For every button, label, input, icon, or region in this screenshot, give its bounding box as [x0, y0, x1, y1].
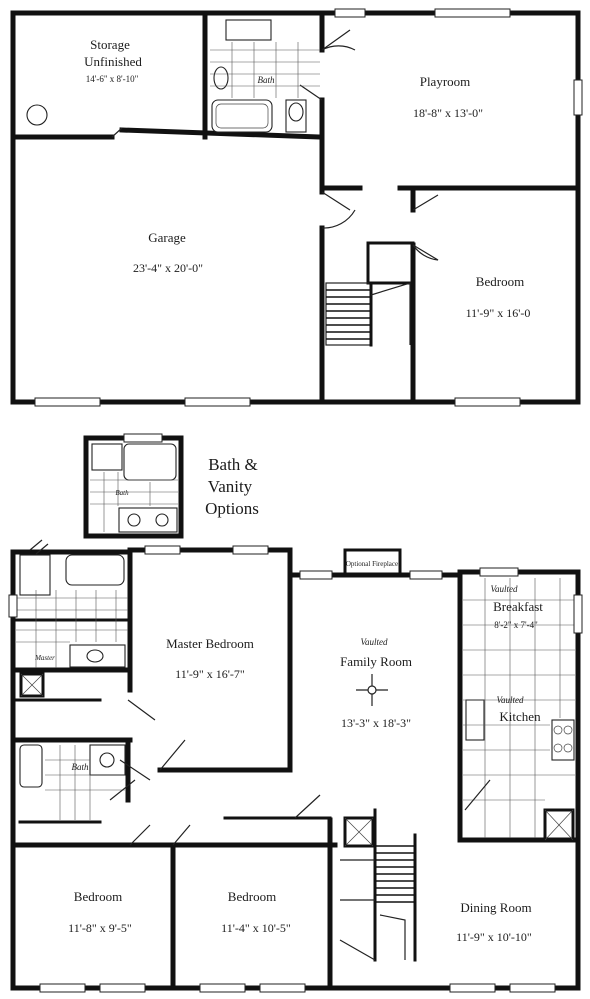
breakfast-qualifier: Vaulted [491, 584, 518, 594]
upper-floor-plan [10, 8, 583, 407]
upper-bath-fixtures [210, 19, 320, 133]
bedroom-doors [129, 824, 191, 846]
kitchen-label: Kitchen [499, 709, 541, 724]
master-bedroom-dimensions: 11'-9" x 16'-7" [175, 667, 245, 681]
closet [366, 241, 415, 285]
upper-bedroom-dimensions: 11'-9" x 16'-0 [466, 306, 531, 320]
bath-vanity-option-plan [83, 433, 184, 539]
window [34, 397, 101, 407]
kitchen-door [464, 779, 491, 811]
storage-label: Storage [90, 37, 130, 52]
master-bath-fixtures [16, 554, 128, 668]
bedroom-left-dimensions: 11'-8" x 9'-5" [68, 921, 132, 935]
ceiling-fan-icon [356, 674, 388, 706]
options-title-line3: Options [205, 499, 259, 518]
upper-floor-outer-wall [10, 10, 581, 405]
breakfast-label: Breakfast [493, 599, 543, 614]
water-heater-icon [26, 104, 48, 126]
stair-door [379, 914, 406, 960]
master-door [127, 699, 186, 771]
window [454, 397, 521, 407]
main-floor-plan [8, 539, 583, 993]
breakfast-dimensions: 8'-2" x 7'-4" [494, 620, 538, 630]
dining-room-dimensions: 11'-9" x 10'-10" [456, 930, 532, 944]
hall-bath-door [109, 759, 151, 801]
bedroom-middle-dimensions: 11'-4" x 10'-5" [221, 921, 291, 935]
fireplace-label: Optional Fireplace [346, 560, 398, 568]
window [479, 567, 519, 577]
window [299, 570, 333, 580]
master-bedroom-label: Master Bedroom [166, 636, 254, 651]
window [334, 8, 366, 18]
garage-door [321, 191, 356, 229]
window [259, 983, 306, 993]
bedroom-left-label: Bedroom [74, 889, 122, 904]
window [144, 545, 181, 555]
dining-room-label: Dining Room [460, 900, 531, 915]
options-title-line1: Bath & [208, 455, 258, 474]
playroom-label: Playroom [420, 74, 471, 89]
window [184, 397, 251, 407]
window [99, 983, 146, 993]
family-room-qualifier: Vaulted [361, 637, 388, 647]
options-title-line2: Vanity [208, 477, 253, 496]
family-room-label: Family Room [340, 654, 412, 669]
bedroom-middle-label: Bedroom [228, 889, 276, 904]
master-closet-box [19, 672, 45, 698]
option-bath-label: Bath [115, 489, 129, 497]
storage-garage-wall-b [119, 127, 323, 140]
master-bath-label: Master [34, 654, 55, 662]
window [573, 594, 583, 634]
window [8, 594, 18, 618]
fireplace [343, 548, 402, 577]
storage-label-line2: Unfinished [84, 54, 142, 69]
garage-label: Garage [148, 230, 186, 245]
upper-stairs [325, 281, 411, 347]
playroom-dimensions: 18'-8" x 13'-0" [413, 106, 483, 120]
hall-bath-fixtures [19, 744, 126, 820]
kitchen-sink [465, 699, 485, 741]
window [573, 79, 583, 116]
window [199, 983, 246, 993]
window [449, 983, 496, 993]
bath-door [321, 29, 356, 51]
storage-dimensions: 14'-6" x 8'-10" [86, 74, 139, 84]
window [434, 8, 511, 18]
upper-bath-label: Bath [258, 75, 275, 85]
kitchen-qualifier: Vaulted [497, 695, 524, 705]
bedroom-middle-door [294, 794, 321, 819]
window [39, 983, 86, 993]
window [509, 983, 556, 993]
hall-bath-label: Bath [72, 762, 89, 772]
bedroom-door [412, 194, 439, 261]
window [409, 570, 443, 580]
upper-bedroom-label: Bedroom [476, 274, 524, 289]
exterior-door [29, 539, 49, 555]
garage-dimensions: 23'-4" x 20'-0" [133, 261, 203, 275]
range-icon [551, 719, 575, 761]
family-room-dimensions: 13'-3" x 18'-3" [341, 716, 411, 730]
main-stairs [339, 808, 417, 962]
window [232, 545, 269, 555]
